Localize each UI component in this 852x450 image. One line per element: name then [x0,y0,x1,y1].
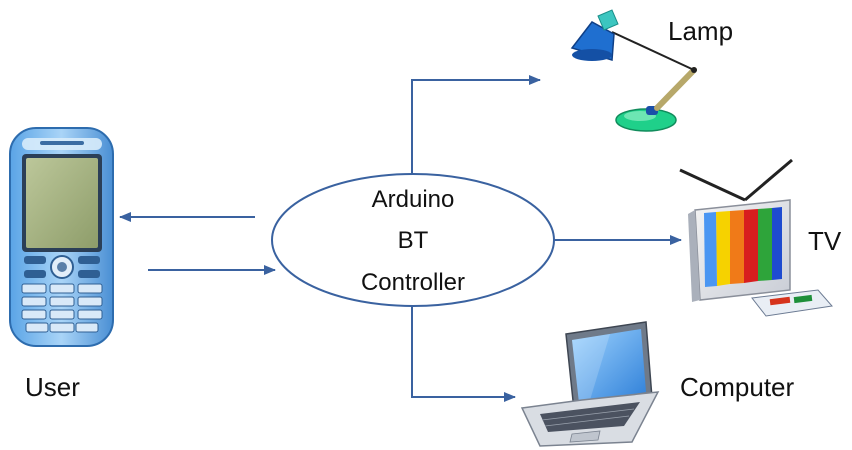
desk-lamp-icon [570,9,697,132]
laptop-icon [520,321,660,447]
tv-color-bars [704,207,782,287]
controller-ellipse [271,173,555,307]
mobile-phone-icon [9,127,114,347]
controller-node: Arduino BT Controller [271,173,555,307]
television-icon [679,158,833,317]
controller-label-line1: Arduino [372,186,455,213]
controller-label-line3: Controller [361,269,465,296]
controller-label-line2: BT [398,227,429,254]
arrow-controller-to-computer [411,306,516,402]
connectors [119,75,682,402]
tv-label: TV [808,226,842,256]
lamp-label: Lamp [668,16,733,46]
arrow-controller-to-lamp [411,75,541,185]
computer-label: Computer [680,372,794,402]
user-label: User [25,372,80,402]
